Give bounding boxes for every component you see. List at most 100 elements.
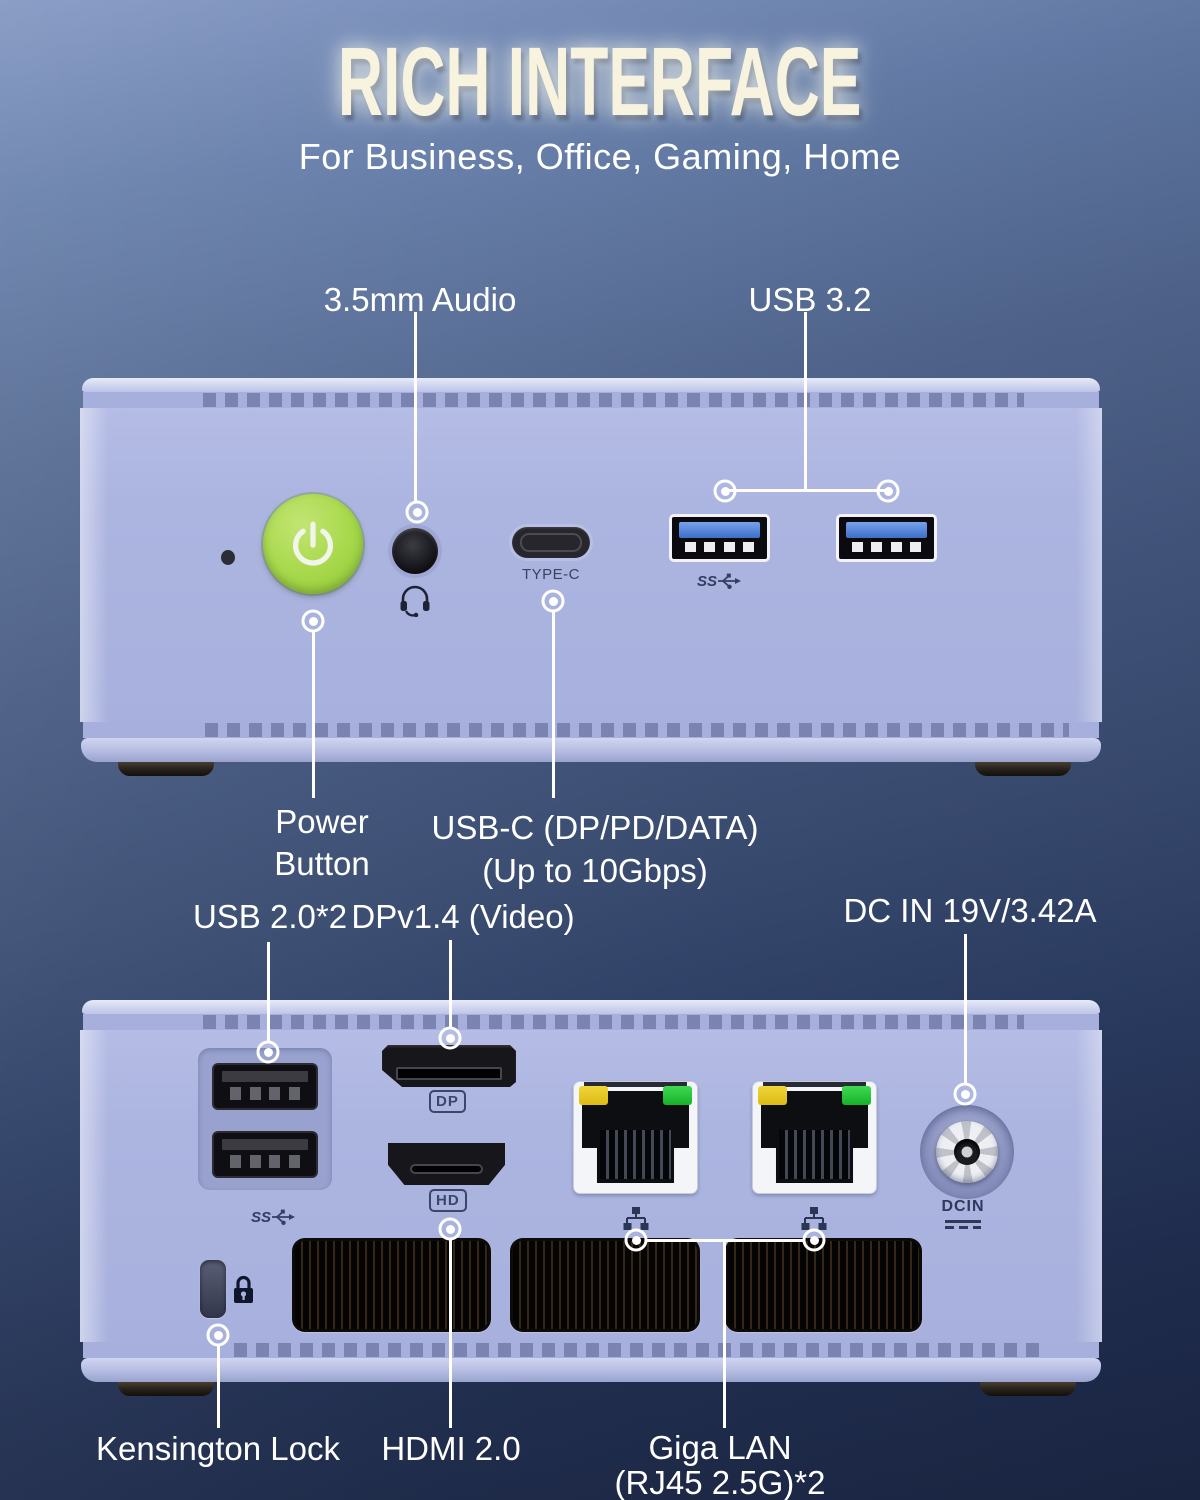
mini-pc-front-view: TYPE-C SS [80, 378, 1102, 776]
dc-jack-hole [954, 1139, 980, 1165]
usb2-port-2[interactable] [214, 1133, 316, 1176]
lan-led-yellow [579, 1086, 608, 1105]
front-panel-face: TYPE-C SS [80, 408, 1102, 722]
marker-usb32-right [876, 479, 900, 503]
usb2-tongue [222, 1139, 308, 1150]
marker-usb32-left [713, 479, 737, 503]
lan-port-1[interactable] [573, 1081, 698, 1194]
label-gigalan: Giga LAN (RJ45 2.5G)*2 [614, 1429, 826, 1500]
ethernet-icon [801, 1207, 827, 1230]
label-hdmi: HDMI 2.0 [381, 1430, 521, 1467]
callout-line-hdmi [449, 1238, 452, 1428]
callout-line-usb32-bridge [725, 489, 888, 492]
page-subtitle: For Business, Office, Gaming, Home [298, 136, 902, 177]
dc-jack-pin [961, 1146, 973, 1158]
lan-top-edge [584, 1082, 687, 1087]
chassis-top-ventrow [83, 392, 1099, 408]
padlock-icon [234, 1275, 253, 1303]
marker-usbc [541, 589, 565, 613]
page-title: RICH INTERFACE [0, 26, 1200, 137]
rubber-foot [118, 1379, 214, 1396]
vent-slots [203, 393, 1024, 407]
vent-grille-1 [292, 1238, 491, 1332]
usb3-port-2[interactable] [836, 514, 937, 562]
vent-slots [234, 1343, 1044, 1357]
vent-slots [205, 723, 1069, 737]
usb2-tongue [222, 1071, 308, 1082]
marker-usb20 [256, 1040, 280, 1064]
rubber-foot [118, 759, 214, 776]
dc-symbol-dashed [945, 1226, 981, 1229]
label-usb32: USB 3.2 [748, 281, 872, 318]
ethernet-icon [623, 1207, 649, 1230]
power-button[interactable] [263, 494, 363, 594]
rubber-foot [980, 1379, 1076, 1396]
chassis-bottom-ventrow [83, 722, 1099, 738]
callout-line-power [312, 631, 315, 798]
typec-caption: TYPE-C [521, 566, 580, 583]
marker-dp [438, 1026, 462, 1050]
dc-in-port[interactable] [920, 1105, 1014, 1199]
callout-line-lan-stem [723, 1240, 726, 1428]
label-audio: 3.5mm Audio [323, 281, 517, 318]
rubber-foot [975, 759, 1071, 776]
lan-led-yellow [758, 1086, 787, 1105]
lan-led-green [842, 1086, 871, 1105]
mini-pc-rear-view: SS DP HD [80, 1000, 1102, 1396]
label-usb20: USB 2.0*2 [192, 898, 348, 935]
callout-line-audio [414, 312, 417, 502]
chassis-base [81, 1358, 1101, 1382]
callout-line-dp [449, 940, 452, 1028]
label-dcin: DC IN 19V/3.42A [843, 892, 1097, 929]
svg-text:SS: SS [697, 573, 717, 590]
hdmi-port[interactable] [388, 1143, 505, 1185]
marker-lan2 [802, 1228, 826, 1252]
dc-jack [936, 1121, 998, 1183]
lan-port-2[interactable] [752, 1081, 877, 1194]
audio-jack-port[interactable] [392, 528, 438, 574]
callout-line-usb32-stem [804, 312, 807, 490]
label-kensington: Kensington Lock [95, 1430, 341, 1467]
usb2-pins [230, 1087, 300, 1100]
page-title-text: RICH INTERFACE [338, 27, 862, 137]
marker-kensington [206, 1323, 230, 1347]
usb3-tab [846, 522, 927, 538]
marker-power [301, 609, 325, 633]
status-led [221, 550, 235, 565]
callout-line-usb20 [267, 942, 270, 1042]
kensington-lock-slot[interactable] [200, 1260, 226, 1318]
svg-text:SS: SS [251, 1209, 271, 1226]
marker-audio [405, 500, 429, 524]
lan-top-edge [763, 1082, 866, 1087]
usb3-pins [852, 542, 921, 552]
vent-slots [203, 1015, 1024, 1029]
displayport-port[interactable] [382, 1045, 516, 1087]
hd-badge: HD [429, 1189, 467, 1212]
lan-pins [600, 1130, 671, 1179]
hdmi-slot [410, 1164, 483, 1174]
rear-panel-face: SS DP HD [80, 1030, 1102, 1342]
power-icon [293, 521, 333, 566]
chassis-top-ventrow [83, 1014, 1099, 1030]
dcin-caption: DCIN [941, 1198, 985, 1215]
lan-led-green [663, 1086, 692, 1105]
marker-lan1 [624, 1228, 648, 1252]
chassis-top-rim [82, 1000, 1100, 1014]
usb3-port-1[interactable] [669, 514, 770, 562]
dc-symbol-solid [945, 1220, 981, 1223]
chassis-bottom-ventrow [83, 1342, 1099, 1358]
usb-c-port[interactable] [512, 527, 590, 558]
dp-badge: DP [429, 1090, 466, 1113]
label-power-button: Power Button [274, 803, 370, 882]
superspeed-usb-icon: SS [697, 573, 741, 590]
usb2-port-1[interactable] [214, 1065, 316, 1108]
callout-line-kensington [217, 1345, 220, 1428]
callout-line-dcin [964, 934, 967, 1084]
superspeed-usb-icon: SS [251, 1209, 295, 1226]
label-dp14: DPv1.4 (Video) [351, 898, 575, 935]
marker-dcin [953, 1082, 977, 1106]
usb3-tab [679, 522, 760, 538]
usb2-pins [230, 1155, 300, 1168]
lan-pins [779, 1130, 850, 1179]
